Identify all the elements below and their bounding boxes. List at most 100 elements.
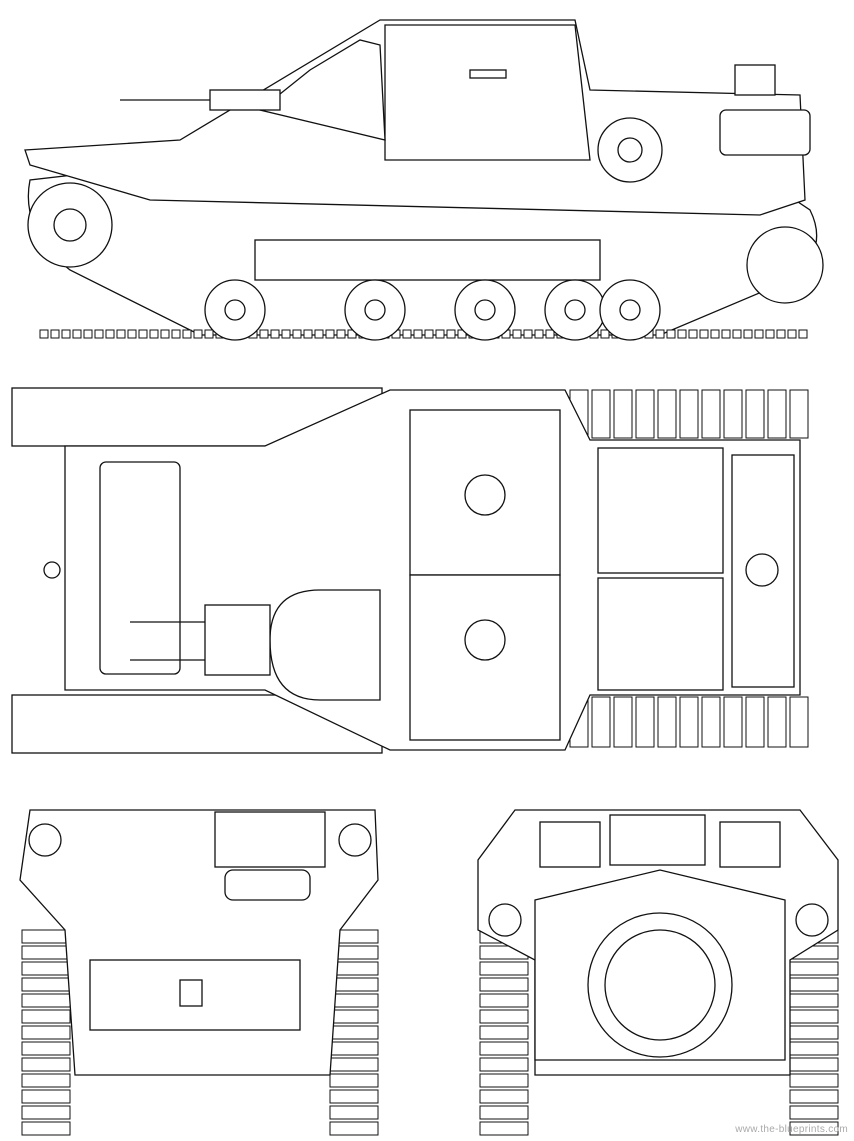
track-link <box>138 329 148 339</box>
track-link <box>789 1121 839 1136</box>
track-link <box>745 389 765 439</box>
track-link <box>789 1089 839 1104</box>
track-link <box>798 329 808 339</box>
road-wheels <box>204 279 661 341</box>
gun-mount <box>258 39 386 141</box>
track-link <box>329 1025 379 1040</box>
rear-view <box>477 809 839 1136</box>
track-link <box>754 329 764 339</box>
track-link <box>21 1105 71 1120</box>
track-link <box>688 329 698 339</box>
track-link <box>479 1121 529 1136</box>
top-tracks <box>569 389 809 748</box>
track-link <box>303 329 313 339</box>
track-link <box>789 977 839 992</box>
track-link <box>270 329 280 339</box>
track-link <box>314 329 324 339</box>
rear-fan-housing <box>587 912 733 1058</box>
track-link <box>149 329 159 339</box>
track-link <box>479 1025 529 1040</box>
track-link <box>789 1057 839 1072</box>
track-link <box>160 329 170 339</box>
track-link <box>336 329 346 339</box>
side-view <box>24 19 824 341</box>
track-link <box>789 1105 839 1120</box>
track-link <box>789 1025 839 1040</box>
watermark: www.the-blueprints.com <box>735 1124 848 1135</box>
track-link <box>479 1041 529 1056</box>
rear-box-right <box>719 821 781 868</box>
road-wheel-hub <box>619 299 641 321</box>
track-link <box>534 329 544 339</box>
track-link <box>446 329 456 339</box>
track-link <box>21 1089 71 1104</box>
track-link <box>789 961 839 976</box>
track-link <box>699 329 709 339</box>
track-link <box>21 929 71 944</box>
front-tracks <box>21 929 379 1136</box>
track-link <box>723 389 743 439</box>
track-link <box>479 993 529 1008</box>
track-link <box>61 329 71 339</box>
track-link <box>789 1041 839 1056</box>
rear-tracks <box>479 929 839 1136</box>
track-link <box>329 1057 379 1072</box>
track-link <box>329 1105 379 1120</box>
track-link <box>745 696 765 748</box>
track-link <box>193 329 203 339</box>
periscope-rear <box>464 619 506 661</box>
track-link <box>789 696 809 748</box>
track-link <box>765 329 775 339</box>
track-link <box>21 1057 71 1072</box>
track-link <box>281 329 291 339</box>
track-link <box>435 329 445 339</box>
sprocket-hub <box>53 208 87 242</box>
track-link <box>325 329 335 339</box>
track-link <box>116 329 126 339</box>
road-wheel-hub <box>364 299 386 321</box>
tow-ring <box>43 561 61 579</box>
gun-mantlet-top <box>269 589 381 701</box>
track-link <box>710 329 720 339</box>
track-link <box>635 696 655 748</box>
track-link <box>789 1073 839 1088</box>
track-link <box>767 696 787 748</box>
track-link <box>39 329 49 339</box>
headlight-right <box>338 823 372 857</box>
track-link <box>21 1025 71 1040</box>
track-link <box>723 696 743 748</box>
rear-fan-inner <box>604 929 716 1041</box>
front-mg-mount <box>224 869 311 901</box>
rear-box-left <box>539 821 601 868</box>
track-link <box>21 1009 71 1024</box>
track-link <box>545 329 555 339</box>
front-center-plate <box>214 811 326 868</box>
fan-cover <box>745 553 779 587</box>
track-link <box>413 329 423 339</box>
track-link <box>600 329 610 339</box>
track-link <box>21 993 71 1008</box>
track-link <box>21 945 71 960</box>
track-link <box>182 329 192 339</box>
rear-panel-lower <box>597 577 724 691</box>
track-link <box>523 329 533 339</box>
top-view <box>11 387 809 754</box>
road-wheel-hub <box>564 299 586 321</box>
track-link <box>402 329 412 339</box>
side-wheel-hub <box>617 137 643 163</box>
track-link <box>259 329 269 339</box>
track-link <box>657 696 677 748</box>
track-link <box>329 993 379 1008</box>
track-link <box>479 1105 529 1120</box>
track-link <box>83 329 93 339</box>
track-link <box>21 1041 71 1056</box>
track-link <box>292 329 302 339</box>
track-link <box>701 389 721 439</box>
track-link <box>591 389 611 439</box>
track-link <box>655 329 665 339</box>
track-link <box>479 1009 529 1024</box>
headlight-left <box>28 823 62 857</box>
track-link <box>105 329 115 339</box>
track-link <box>94 329 104 339</box>
